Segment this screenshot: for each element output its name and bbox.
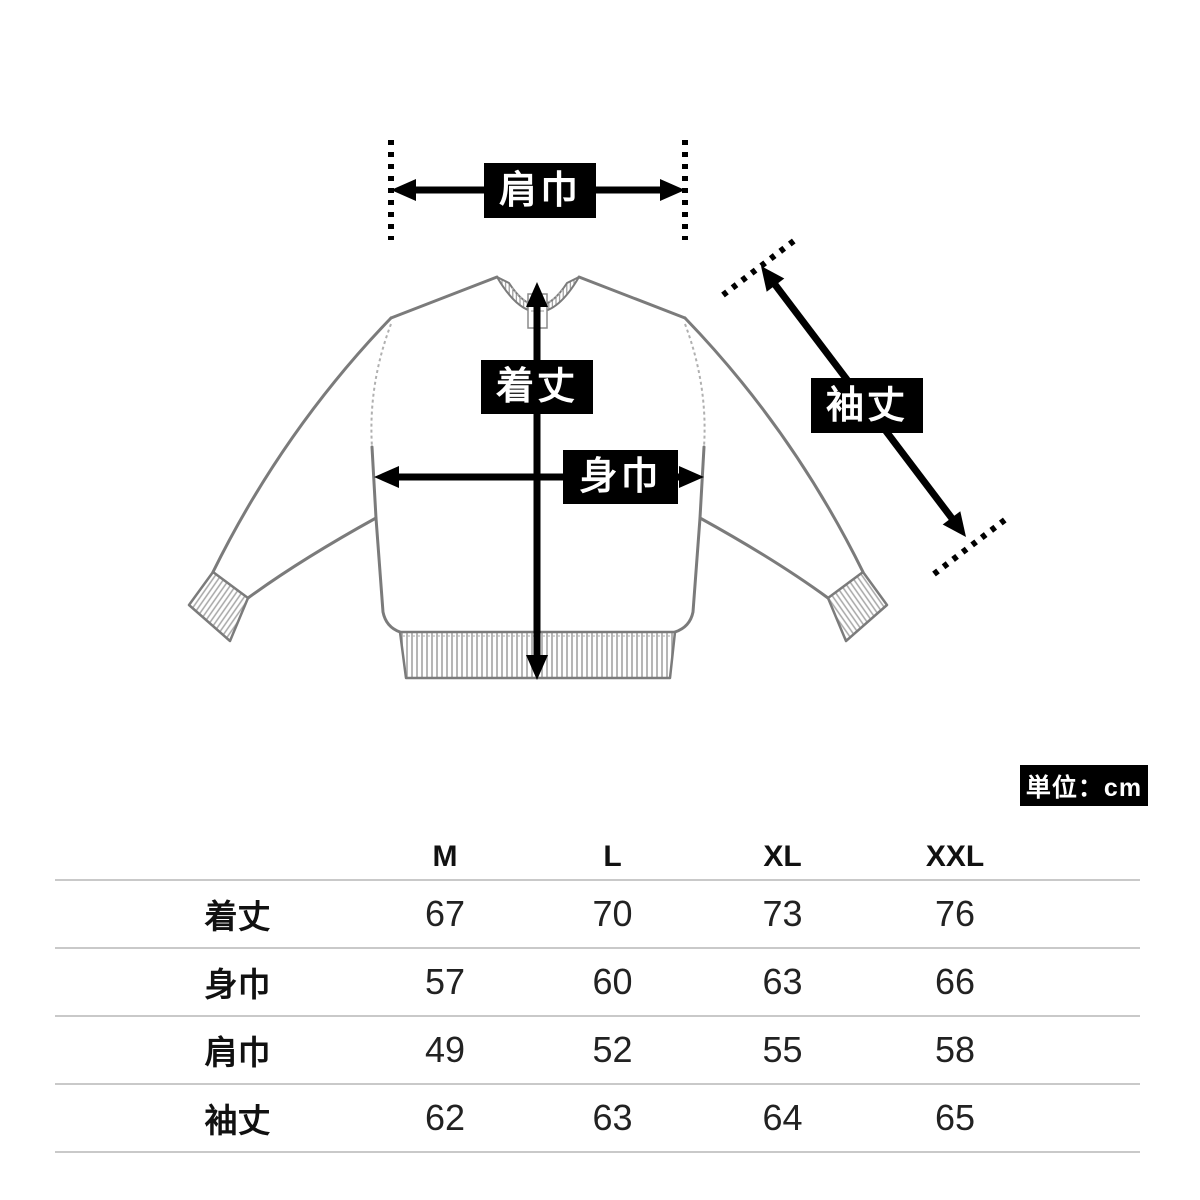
size-value: 76 [934, 893, 976, 934]
size-value: 63 [762, 961, 803, 1002]
size-table: M L XL XXL 着丈 67 70 73 76 身巾 57 60 63 66… [55, 834, 1140, 1153]
arrowhead [660, 179, 685, 201]
size-value: 57 [424, 961, 466, 1002]
right-cuff [826, 570, 889, 643]
left-sleeve-under [246, 516, 378, 600]
table-row: 身巾 57 60 63 66 [55, 949, 1140, 1017]
left-sleeve-outer [211, 316, 393, 574]
left-body-side [370, 445, 402, 634]
sleeve-guide-bottom [932, 513, 1012, 577]
sleeve-guide-top [721, 234, 801, 298]
size-value: 67 [424, 893, 466, 934]
row-label: 肩巾 [204, 1034, 271, 1071]
table-row: 肩巾 49 52 55 58 [55, 1017, 1140, 1085]
left-shoulder-seam [389, 275, 499, 320]
shoulder-width-label: 肩巾 [484, 163, 596, 218]
right-body-side [673, 445, 706, 634]
size-value: 70 [592, 893, 633, 934]
right-shoulder-seam [577, 275, 687, 320]
size-value: 65 [934, 1097, 976, 1138]
right-sleeve-outer [683, 316, 865, 574]
garment-outline [211, 275, 865, 634]
size-value: 64 [762, 1097, 803, 1138]
arrowhead [942, 511, 966, 537]
arrowhead [526, 282, 548, 307]
size-value: 49 [424, 1029, 466, 1070]
body-length-label: 着丈 [481, 360, 593, 414]
armhole-stitches [370, 323, 706, 448]
size-value: 55 [762, 1029, 803, 1070]
size-value: 63 [592, 1097, 633, 1138]
column-header-xxl: XXL [925, 839, 985, 873]
unit-badge: 単位：cm [1020, 765, 1148, 806]
table-header-row: M L XL XXL [55, 834, 1140, 881]
right-armhole-stitch [684, 323, 706, 448]
row-label: 袖丈 [204, 1102, 271, 1139]
left-armhole-stitch [370, 323, 392, 448]
body-width-label: 身巾 [563, 450, 678, 504]
size-value: 52 [592, 1029, 633, 1070]
arrowhead [679, 466, 704, 488]
column-header-xl: XL [763, 839, 802, 873]
sleeve-length-label: 袖丈 [811, 378, 923, 433]
size-value: 73 [762, 893, 803, 934]
column-header-m: M [432, 839, 458, 873]
arrowhead [391, 179, 416, 201]
arrowhead [761, 266, 785, 292]
size-value: 62 [424, 1097, 466, 1138]
size-value: 58 [934, 1029, 976, 1070]
row-label: 着丈 [204, 898, 271, 935]
table-row: 袖丈 62 63 64 65 [55, 1085, 1140, 1153]
left-cuff [187, 570, 250, 643]
row-label: 身巾 [204, 966, 271, 1003]
right-sleeve-under [698, 516, 830, 600]
table-row: 着丈 67 70 73 76 [55, 881, 1140, 949]
arrowhead [526, 655, 548, 680]
size-value: 66 [934, 961, 976, 1002]
column-header-l: L [603, 839, 622, 873]
arrowhead [374, 466, 399, 488]
size-value: 60 [592, 961, 633, 1002]
